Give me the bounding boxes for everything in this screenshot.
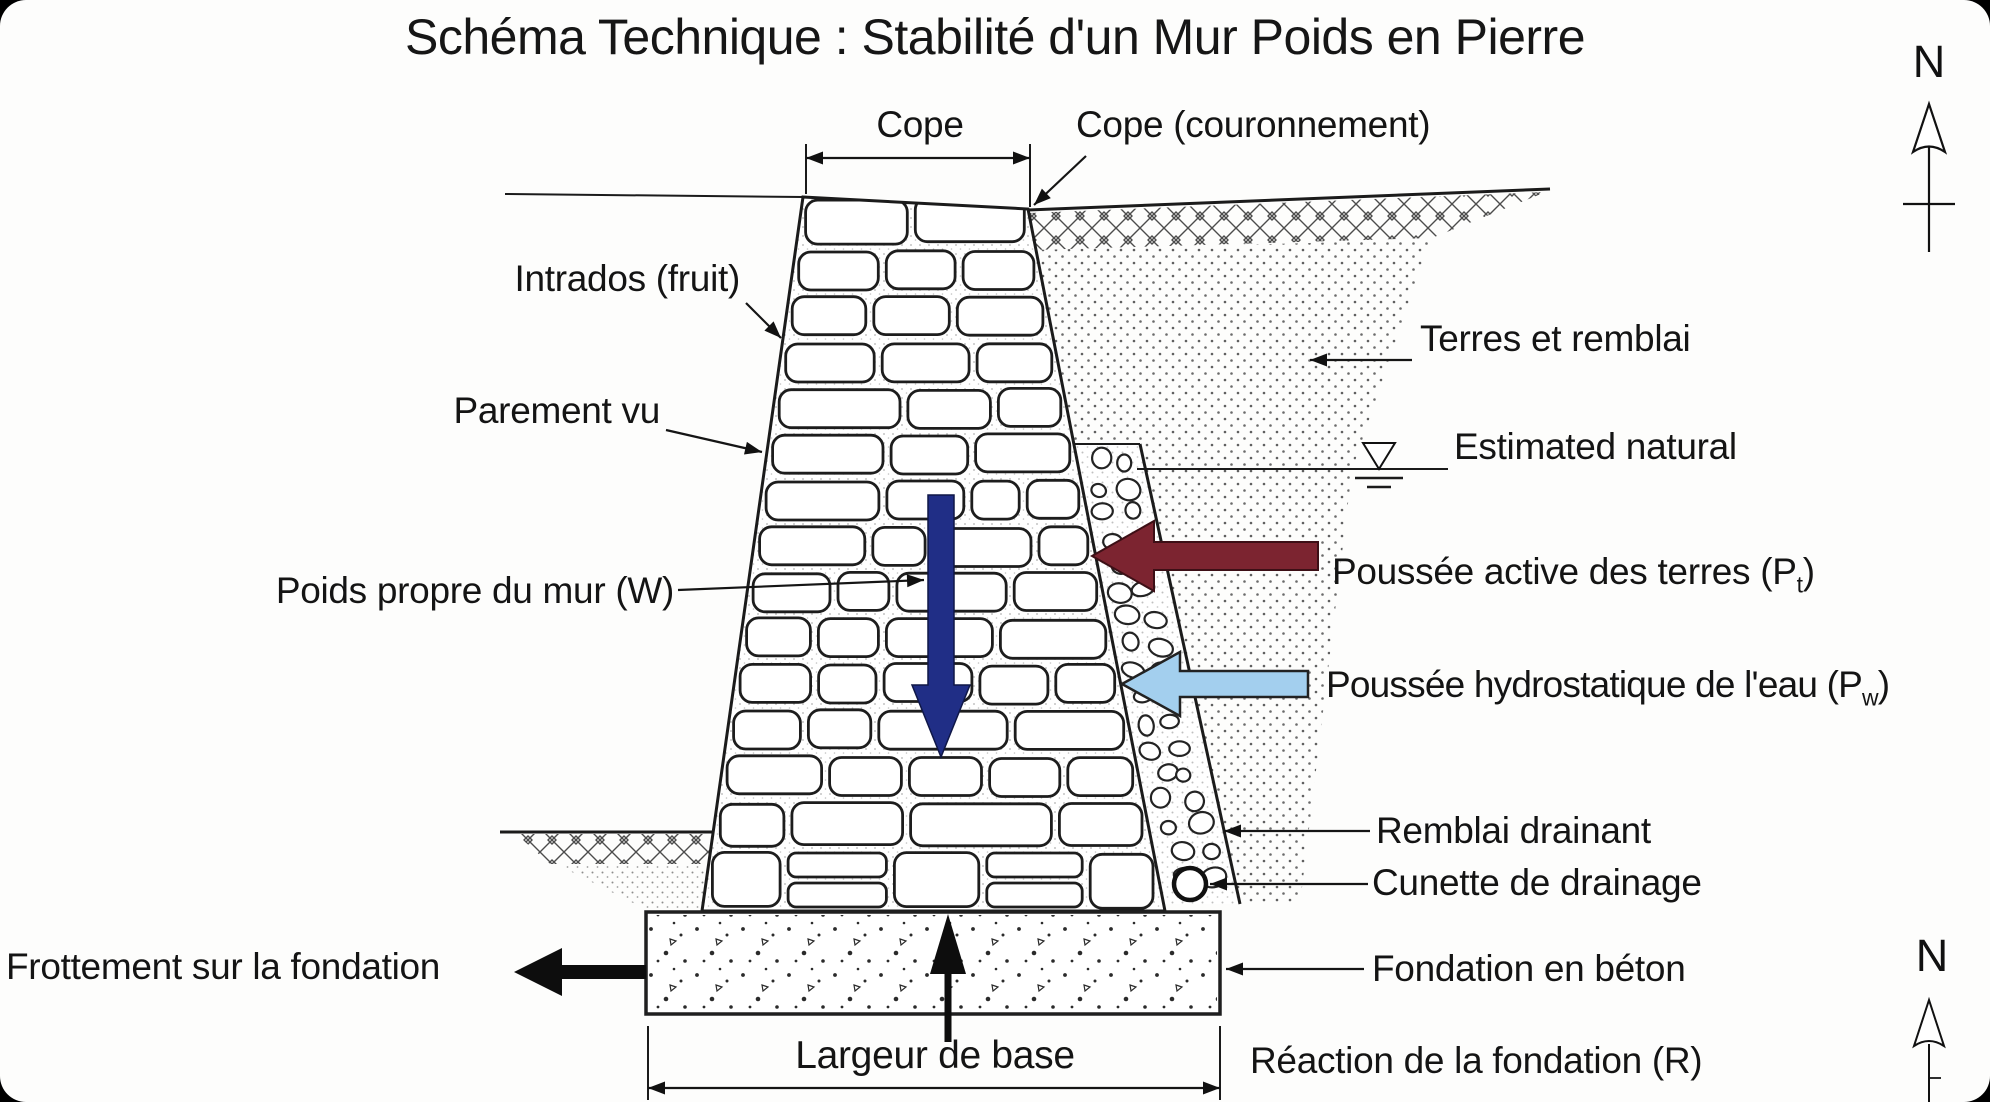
cunette-label: Cunette de drainage <box>1372 862 1702 903</box>
intrados-label: Intrados (fruit) <box>514 258 741 299</box>
terres-label: Terres et remblai <box>1420 318 1691 359</box>
poussee-active-text: Poussée active des terres (P <box>1332 551 1797 592</box>
poids-propre-label: Poids propre du mur (W) <box>275 570 674 611</box>
poids-leader <box>677 578 925 592</box>
surface-hatch-right <box>1030 192 1546 250</box>
cope-dimension <box>805 144 1031 207</box>
page-title: Schéma Technique : Stabilité d'un Mur Po… <box>404 9 1586 65</box>
water-table-symbol <box>1137 442 1448 489</box>
north-arrow-top <box>1903 100 1955 252</box>
reaction-label: Réaction de la fondation (R) <box>1250 1040 1703 1081</box>
north-letter-top: N <box>1912 36 1946 87</box>
backfill-earth-region <box>1034 240 1430 904</box>
soil-dots-left <box>556 864 706 911</box>
remblai-drainant-label: Remblai drainant <box>1376 810 1651 851</box>
water-pressure-arrow <box>1119 649 1310 719</box>
north-letter-bottom: N <box>1915 930 1949 981</box>
earth-pressure-arrow <box>1089 519 1319 593</box>
poussee-hydro-close: ) <box>1877 664 1890 705</box>
cope-dimension-label: Cope <box>876 104 964 145</box>
estimated-natural-label: Estimated natural <box>1454 426 1737 467</box>
poussee-hydro-label: Poussée hydrostatique de l'eau (Pw) <box>1326 664 1890 711</box>
frottement-label: Frottement sur la fondation <box>6 946 441 987</box>
cope-couronnement-label: Cope (couronnement) <box>1076 104 1431 145</box>
poussee-hydro-sub: w <box>1862 684 1879 711</box>
reaction-arrow <box>930 914 966 1042</box>
drain-pipe-circle <box>1171 865 1209 903</box>
base-width-dimension <box>647 1026 1221 1100</box>
ground-line-top-left <box>504 193 804 198</box>
poussee-hydro-text: Poussée hydrostatique de l'eau (P <box>1326 664 1863 705</box>
concrete-foundation <box>644 910 1222 1016</box>
largeur-base-label: Largeur de base <box>795 1034 1075 1077</box>
fondation-beton-label: Fondation en béton <box>1372 948 1686 989</box>
backfill-surface-line <box>1027 187 1551 212</box>
surface-hatch-left <box>516 834 713 864</box>
friction-arrow <box>514 948 646 996</box>
north-arrow-bottom <box>1912 996 1946 1102</box>
poussee-active-close: ) <box>1802 551 1815 592</box>
poussee-active-label: Poussée active des terres (Pt) <box>1332 551 1815 598</box>
poussee-active-sub: t <box>1796 571 1803 598</box>
weight-arrow <box>910 494 972 760</box>
stone-wall <box>700 195 1167 913</box>
parement-label: Parement vu <box>453 390 661 431</box>
